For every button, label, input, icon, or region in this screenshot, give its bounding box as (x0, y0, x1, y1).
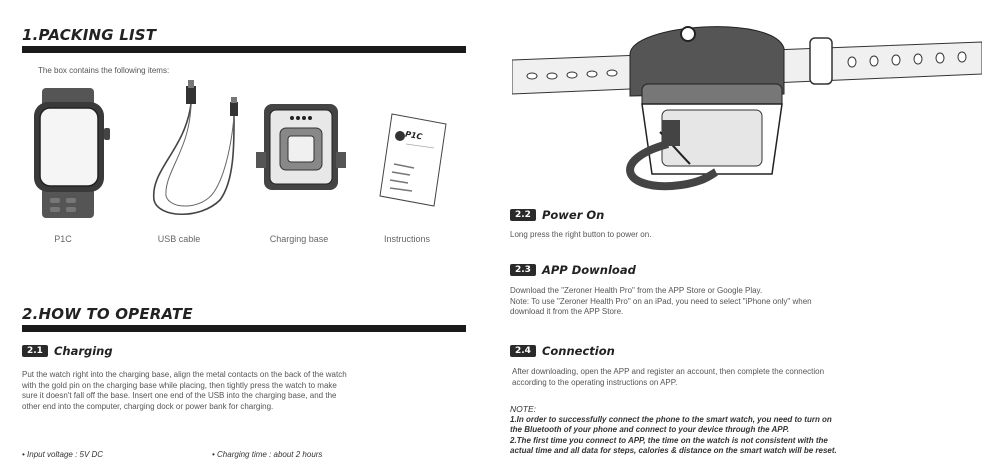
packing-list-rule (22, 46, 466, 53)
section-number: 2.1 (22, 345, 48, 357)
item-label-instructions: Instructions (383, 234, 431, 244)
how-to-operate-heading: 2.HOW TO OPERATE (22, 305, 193, 323)
charging-time-spec: Charging time : about 2 hours (212, 450, 322, 461)
packing-list-heading: 1.PACKING LIST (22, 26, 157, 44)
charging-subheading: 2.1 Charging (22, 344, 113, 358)
section-number: 2.4 (510, 345, 536, 357)
instructions-booklet-icon (378, 110, 448, 210)
charging-base-icon (256, 92, 346, 202)
item-label-watch: P1C (54, 234, 72, 244)
section-title: APP Download (541, 263, 636, 277)
connection-text: After downloading, open the APP and regi… (512, 367, 825, 387)
how-to-operate-rule (22, 325, 466, 332)
app-download-subheading: 2.3 APP Download (510, 263, 636, 277)
section-title: Connection (541, 344, 615, 358)
watch-on-base-illustration (512, 14, 982, 204)
section-title: Charging (53, 344, 113, 358)
app-download-text: Download the "Zeroner Health Pro" from t… (510, 286, 812, 316)
charging-text: Put the watch right into the charging ba… (22, 370, 347, 411)
item-label-charging-base: Charging base (269, 234, 329, 244)
note-heading: NOTE: (510, 404, 536, 414)
input-voltage-spec: Input voltage : 5V DC (22, 450, 103, 461)
packing-intro: The box contains the following items: (38, 66, 170, 75)
usb-cable-icon (140, 80, 250, 220)
item-label-usb-cable: USB cable (157, 234, 201, 244)
note-block: NOTE: 1.In order to successfully connect… (510, 404, 985, 457)
power-on-subheading: 2.2 Power On (510, 208, 604, 222)
smartwatch-icon (28, 88, 118, 218)
section-number: 2.2 (510, 209, 536, 221)
power-on-text: Long press the right button to power on. (510, 230, 652, 239)
section-title: Power On (541, 208, 605, 222)
section-number: 2.3 (510, 264, 536, 276)
connection-subheading: 2.4 Connection (510, 344, 615, 358)
